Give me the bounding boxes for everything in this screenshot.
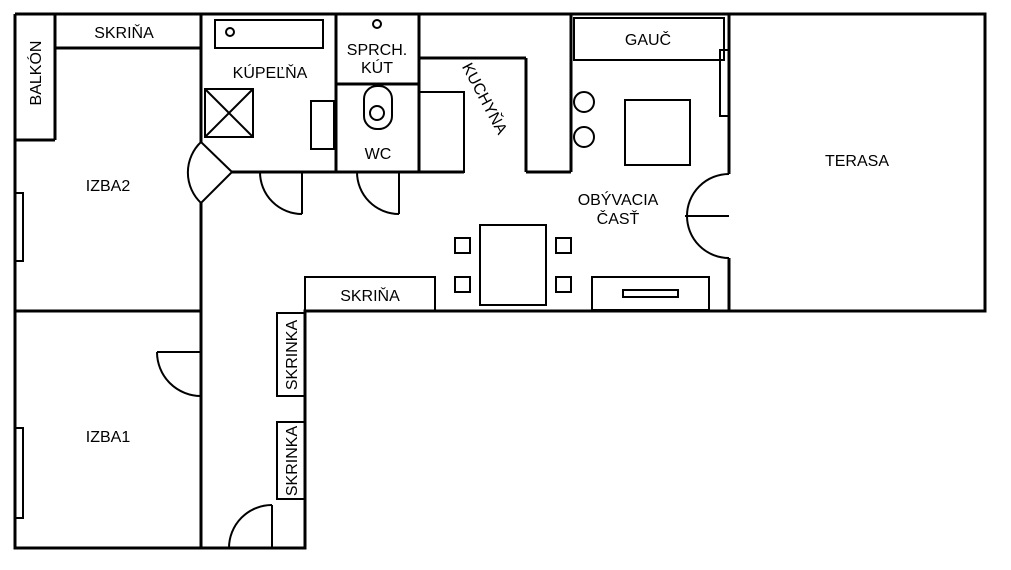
- label-kuchyna: KUCHYŇA: [458, 59, 512, 137]
- sofa: [573, 17, 725, 61]
- window-izba2: [14, 192, 24, 262]
- label-sprch-line1: SPRCH.: [347, 42, 407, 59]
- label-kupelna: KÚPEĽŇA: [233, 63, 308, 82]
- door-terasa: [685, 173, 730, 259]
- coffee-table: [624, 99, 691, 166]
- label-skrina-mid: SKRIŇA: [340, 286, 400, 305]
- label-izba1: IZBA1: [86, 429, 131, 446]
- chair-icon: [555, 237, 572, 254]
- door-izba1: [156, 351, 202, 397]
- door-wc: [356, 171, 400, 215]
- label-sprch-line2: KÚT: [361, 58, 393, 77]
- stove-burner-icon: [573, 126, 595, 148]
- washing-machine-icon: [204, 88, 254, 138]
- wardrobe-mid: [304, 276, 436, 312]
- label-skrinka-1: SKRINKA: [284, 320, 301, 391]
- label-gauc: GAUČ: [625, 30, 671, 49]
- bathtub: [214, 19, 324, 49]
- bathtub-drain: [225, 27, 235, 37]
- outer-wall: [13, 12, 987, 550]
- chair-icon: [555, 276, 572, 293]
- label-terasa: TERASA: [825, 153, 889, 170]
- cabinet-1: [276, 312, 306, 397]
- interior-walls: [15, 14, 731, 548]
- window-izba1: [14, 427, 24, 519]
- toilet-icon: [363, 85, 393, 130]
- cabinet-2: [276, 421, 306, 500]
- door-kupelna: [259, 171, 303, 215]
- label-skrinka-2: SKRINKA: [284, 426, 301, 497]
- label-obyvacia-line2: ČASŤ: [597, 209, 640, 228]
- label-obyvacia-line1: OBÝVACIA: [578, 190, 659, 209]
- label-wc: WC: [365, 146, 392, 163]
- door-entrance: [228, 504, 273, 549]
- label-balkon: BALKÓN: [26, 41, 45, 106]
- label-skrina-top: SKRIŇA: [94, 23, 154, 42]
- chair-icon: [454, 276, 471, 293]
- stove-burner-icon: [573, 91, 595, 113]
- door-izba2: [186, 140, 234, 205]
- bathroom-sink: [310, 100, 335, 150]
- tv-icon: [622, 289, 679, 298]
- kitchen-counter: [418, 91, 465, 173]
- tv-stand: [591, 276, 710, 311]
- label-izba2: IZBA2: [86, 178, 131, 195]
- dining-table: [479, 224, 547, 306]
- chair-icon: [454, 237, 471, 254]
- shower-drain-icon: [372, 19, 382, 29]
